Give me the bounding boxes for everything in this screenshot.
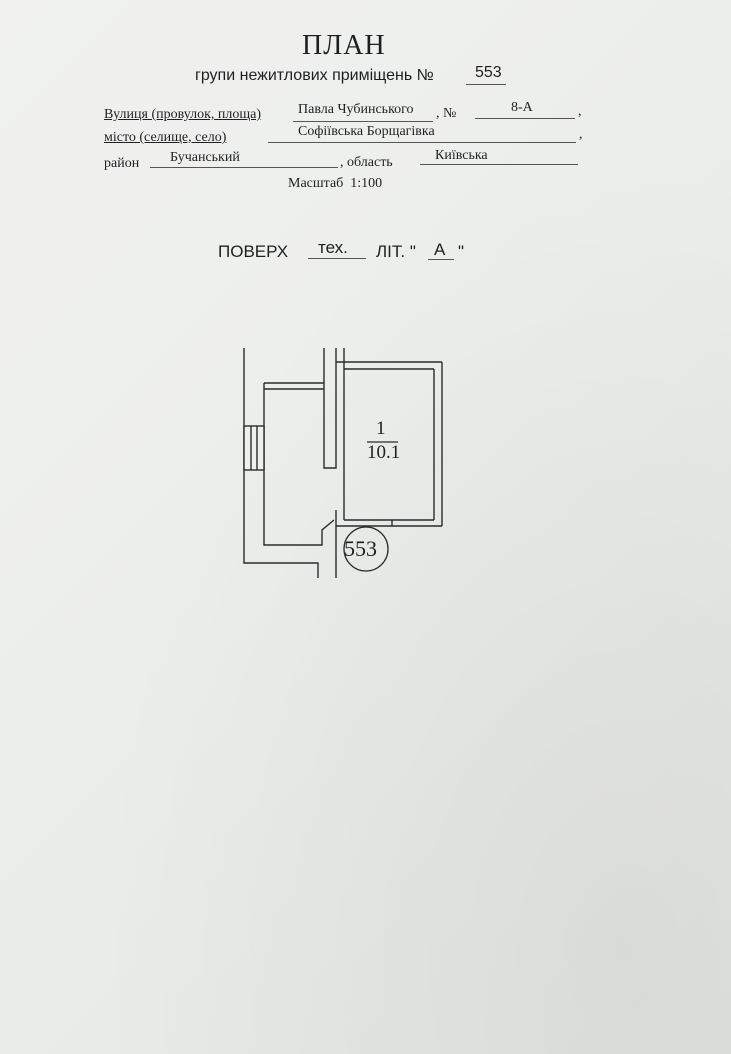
street-value: Павла Чубинського [298,102,414,117]
city-label: місто (селище, село) [104,130,227,145]
lit-close: " [458,242,465,261]
city-underline [268,142,576,143]
group-label: групи нежитлових приміщень № [195,67,434,84]
floor-underline [308,258,366,259]
region-underline [420,164,578,165]
scale-text: Масштаб 1:100 [288,176,383,191]
wall-left-inner [263,383,335,546]
group-number-plan: 553 [344,536,377,561]
lit-underline [428,259,454,260]
lit-label: ЛІТ. " [376,242,416,261]
left-opening [243,425,265,471]
group-circle [343,526,389,572]
room-area: 10.1 [367,442,401,463]
street-comma: , [578,104,582,119]
street-label: Вулиця (провулок, площа) [104,107,262,122]
region-value: Київська [435,148,488,163]
district-underline [150,167,338,168]
district-label: район [104,156,140,171]
floor-label: ПОВЕРХ [218,242,289,261]
number-value: 8-А [511,100,533,115]
number-underline [475,118,575,119]
room-number: 1 [376,418,386,439]
district-value: Бучанський [170,150,240,165]
city-value: Софіївська Борщагівка [298,124,435,139]
central-pillar [323,348,337,469]
page-title: ПЛАН [302,30,386,61]
floor-value: тех. [318,238,348,257]
lit-value: А [434,240,446,259]
city-comma: , [579,127,583,142]
region-label: , область [340,155,393,170]
street-underline [293,121,433,122]
number-label: , № [436,106,457,121]
group-number-underline [466,84,506,85]
group-number: 553 [475,64,502,81]
